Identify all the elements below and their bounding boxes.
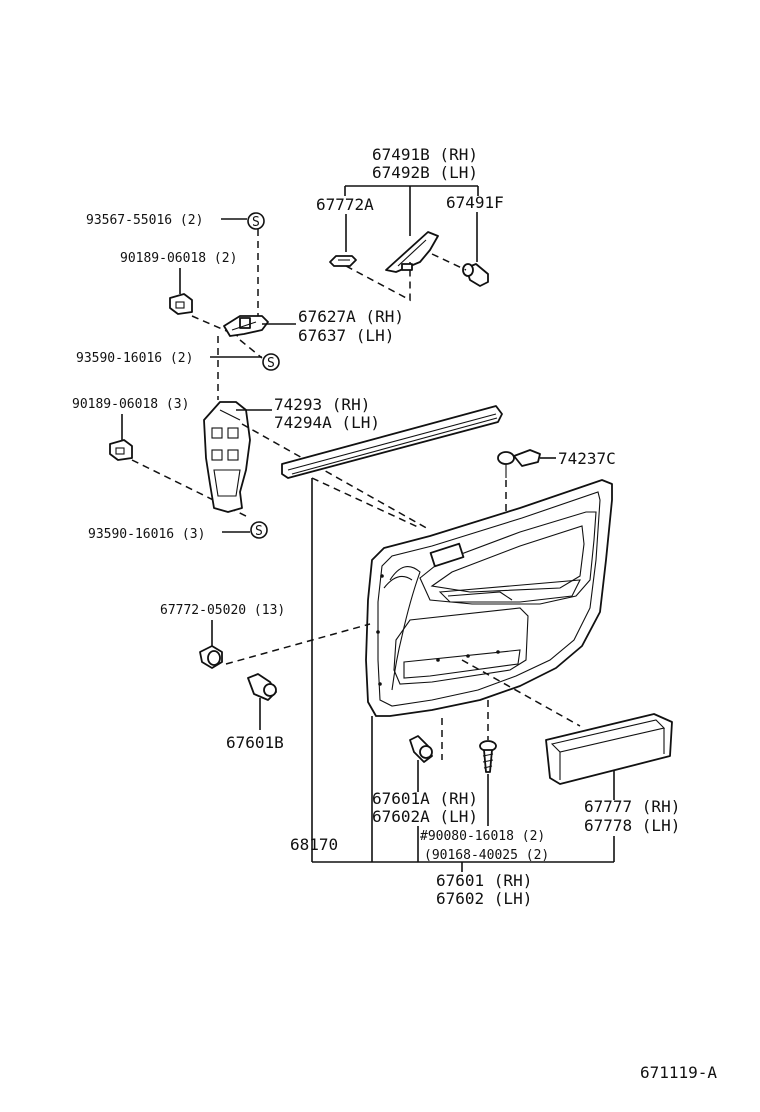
label-67772A: 67772A [316,195,374,214]
label-93567-55016: 93567-55016 (2) [86,213,203,228]
label-67601: 67601 (RH) [436,871,532,890]
label-68170: 68170 [290,835,338,854]
label-67601B: 67601B [226,733,284,752]
label-67777: 67777 (RH) [584,797,680,816]
bracket-67627A-part [223,315,269,337]
s-mark-1: S [247,212,265,230]
label-67601A: 67601A (RH) [372,789,478,808]
label-67627A: 67627A (RH) [298,307,404,326]
cover-67491B-part [385,231,439,273]
weatherstrip-68170-part [281,405,503,479]
label-67492B: 67492B (LH) [372,163,478,182]
pocket-67777-part [545,713,673,785]
label-67491F: 67491F [446,193,504,212]
leader-lines-bottom [311,478,615,872]
s-mark-1-label: S [252,215,260,230]
clip-74237C-part [497,449,541,478]
label-93590-16016-2: 93590-16016 (2) [76,351,193,366]
label-67602A: 67602A (LH) [372,807,478,826]
clip-90189-upper-part [169,293,193,315]
clip-67601A-part [409,735,433,763]
figure-code: 671119-A [640,1063,717,1082]
label-67778: 67778 (LH) [584,816,680,835]
label-74293: 74293 (RH) [274,395,370,414]
clip-90189-lower-part [109,439,133,461]
clip-67601B-part [247,673,277,701]
door-trim-panel-part [365,479,613,717]
label-74294A: 74294A (LH) [274,413,380,432]
label-93590-16016-3: 93590-16016 (3) [88,527,205,542]
screw-90080-part [479,740,497,773]
fastener-67491F-part [462,263,489,287]
label-67772-05020: 67772-05020 (13) [160,603,285,618]
label-74237C: 74237C [558,449,616,468]
label-67637: 67637 (LH) [298,326,394,345]
s-mark-3: S [250,521,268,539]
clip-67772-05020-part [199,645,223,669]
bracket-74293-part [203,401,251,513]
s-mark-3-label: S [255,524,263,539]
s-mark-2: S [262,353,280,371]
s-mark-2-label: S [267,356,275,371]
label-90168-40025: (90168-40025 (2) [424,848,549,863]
label-67602: 67602 (LH) [436,889,532,908]
label-90080-16018: #90080-16018 (2) [420,829,545,844]
clip-67772A-part [329,255,357,267]
label-90189-06018-3: 90189-06018 (3) [72,397,189,412]
label-67491B: 67491B (RH) [372,145,478,164]
label-90189-06018-2: 90189-06018 (2) [120,251,237,266]
callout-67491B: 67491B (RH) 67492B (LH) [344,145,479,236]
